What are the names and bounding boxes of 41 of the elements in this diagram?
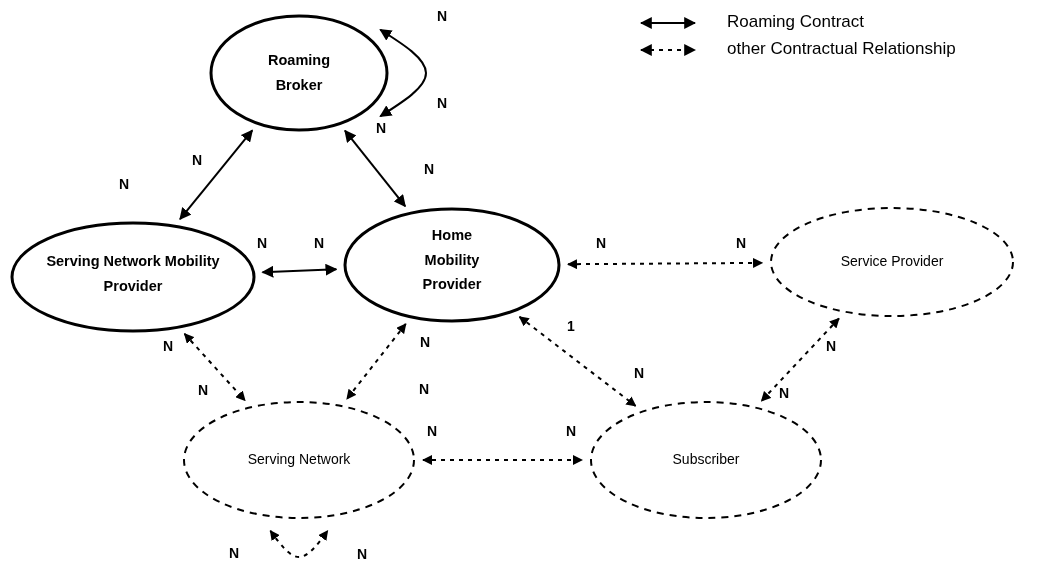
cardinality-label: N: [427, 423, 438, 439]
cardinality-label: N: [566, 423, 577, 439]
node-label: Serving Network Mobility Provider: [45, 252, 221, 296]
arrow: [183, 332, 247, 402]
arrow: [179, 129, 254, 221]
cardinality-label: N: [357, 546, 368, 562]
cardinality-label: N: [419, 381, 430, 397]
legend-label: other Contractual Relationship: [727, 39, 956, 59]
cardinality-label: N: [596, 235, 607, 251]
arrow: [345, 322, 407, 400]
cardinality-label: N: [420, 334, 431, 350]
cardinality-label: N: [229, 545, 240, 561]
arrow: [567, 257, 763, 270]
node-label: Subscriber: [671, 450, 741, 470]
cardinality-label: N: [634, 365, 645, 381]
node-label: Home Mobility Provider: [421, 226, 483, 295]
cardinality-label: N: [314, 235, 325, 251]
cardinality-label: N: [437, 8, 448, 24]
cardinality-label: N: [257, 235, 268, 251]
cardinality-label: N: [163, 338, 174, 354]
cardinality-label: N: [192, 152, 203, 168]
loop-arrow: [269, 529, 329, 558]
cardinality-label: N: [437, 95, 448, 111]
cardinality-label: N: [119, 176, 130, 192]
arrow: [518, 315, 637, 407]
cardinality-label: N: [779, 385, 790, 401]
cardinality-label: N: [826, 338, 837, 354]
legend-label: Roaming Contract: [727, 12, 864, 32]
arrow: [344, 129, 407, 208]
cardinality-label: N: [736, 235, 747, 251]
cardinality-label: N: [376, 120, 387, 136]
loop-arrow: [379, 28, 427, 118]
node-label: Serving Network: [246, 450, 352, 470]
arrow: [760, 317, 840, 402]
node-label: Service Provider: [839, 252, 945, 272]
arrow: [261, 263, 338, 278]
cardinality-label: N: [424, 161, 435, 177]
cardinality-label: N: [198, 382, 209, 398]
cardinality-label: 1: [567, 318, 575, 334]
node-label: Roaming Broker: [267, 51, 331, 95]
arrow: [422, 455, 583, 465]
